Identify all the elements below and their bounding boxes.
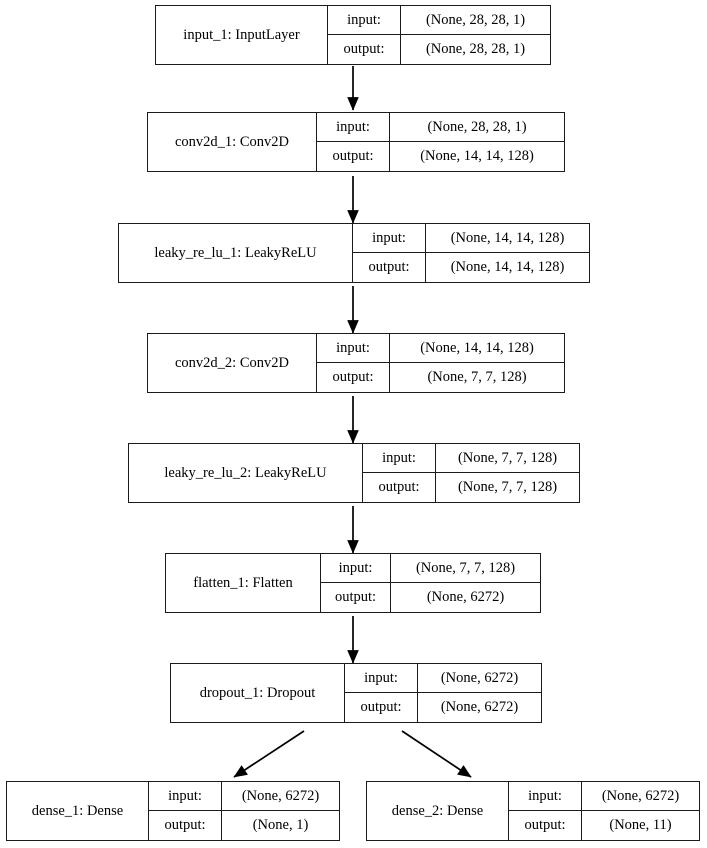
node-dropout_1-io-shapes: (None, 6272) (None, 6272): [418, 664, 541, 722]
input-label: input:: [317, 334, 389, 363]
input-label: input:: [328, 6, 400, 35]
node-conv2d_1[interactable]: conv2d_1: Conv2D input: output: (None, 2…: [147, 112, 565, 172]
output-label: output:: [378, 479, 420, 495]
input-shape: (None, 14, 14, 128): [390, 334, 564, 363]
input-shape: (None, 7, 7, 128): [391, 554, 540, 583]
input-shape: (None, 7, 7, 128): [436, 444, 579, 473]
node-input_1-io-labels: input: output:: [328, 6, 401, 64]
output-label: output:: [343, 41, 385, 57]
node-leaky_re_lu_2-label: leaky_re_lu_2: LeakyReLU: [129, 444, 363, 502]
input-shape: (None, 6272): [222, 782, 339, 811]
node-conv2d_2-label: conv2d_2: Conv2D: [148, 334, 317, 392]
input-label: input:: [317, 113, 389, 142]
node-flatten_1[interactable]: flatten_1: Flatten input: output: (None,…: [165, 553, 541, 613]
node-conv2d_2-io-labels: input: output:: [317, 334, 390, 392]
edge-dropout_1-dense_2: [401, 730, 472, 778]
output-label: output:: [332, 148, 374, 164]
input-shape: (None, 14, 14, 128): [426, 224, 589, 253]
node-leaky_re_lu_2[interactable]: leaky_re_lu_2: LeakyReLU input: output: …: [128, 443, 580, 503]
edge-dropout_1-dense_1: [233, 730, 305, 778]
node-dense_2-label: dense_2: Dense: [367, 782, 509, 840]
input-shape: (None, 6272): [418, 664, 541, 693]
output-label: output:: [368, 259, 410, 275]
node-dense_1-io-labels: input: output:: [149, 782, 222, 840]
output-shape: (None, 14, 14, 128): [420, 148, 534, 164]
output-label: output:: [360, 699, 402, 715]
node-flatten_1-label: flatten_1: Flatten: [166, 554, 321, 612]
node-dropout_1-label: dropout_1: Dropout: [171, 664, 345, 722]
node-flatten_1-io-labels: input: output:: [321, 554, 391, 612]
input-label: input:: [149, 782, 221, 811]
input-shape: (None, 28, 28, 1): [390, 113, 564, 142]
node-dense_1-io-shapes: (None, 6272) (None, 1): [222, 782, 339, 840]
node-leaky_re_lu_1-io-shapes: (None, 14, 14, 128) (None, 14, 14, 128): [426, 224, 589, 282]
input-shape: (None, 6272): [582, 782, 699, 811]
output-label: output:: [164, 817, 206, 833]
node-conv2d_1-label: conv2d_1: Conv2D: [148, 113, 317, 171]
node-dense_2-io-shapes: (None, 6272) (None, 11): [582, 782, 699, 840]
output-label: output:: [524, 817, 566, 833]
node-leaky_re_lu_1-label: leaky_re_lu_1: LeakyReLU: [119, 224, 353, 282]
node-leaky_re_lu_2-io-labels: input: output:: [363, 444, 436, 502]
input-label: input:: [353, 224, 425, 253]
input-label: input:: [321, 554, 390, 583]
node-dense_1-label: dense_1: Dense: [7, 782, 149, 840]
output-label: output:: [332, 369, 374, 385]
output-shape: (None, 28, 28, 1): [425, 41, 526, 57]
node-conv2d_2-io-shapes: (None, 14, 14, 128) (None, 7, 7, 128): [390, 334, 564, 392]
output-label: output:: [334, 589, 377, 605]
input-label: input:: [509, 782, 581, 811]
output-shape: (None, 1): [252, 817, 309, 833]
node-input_1[interactable]: input_1: InputLayer input: output: (None…: [155, 5, 551, 65]
node-dropout_1[interactable]: dropout_1: Dropout input: output: (None,…: [170, 663, 542, 723]
output-shape: (None, 7, 7, 128): [427, 369, 527, 385]
input-label: input:: [363, 444, 435, 473]
input-label: input:: [345, 664, 417, 693]
node-dense_2[interactable]: dense_2: Dense input: output: (None, 627…: [366, 781, 700, 841]
node-flatten_1-io-shapes: (None, 7, 7, 128) (None, 6272): [391, 554, 540, 612]
output-shape: (None, 6272): [426, 589, 505, 605]
output-shape: (None, 7, 7, 128): [457, 479, 558, 495]
output-shape: (None, 11): [609, 817, 672, 833]
node-input_1-label: input_1: InputLayer: [156, 6, 328, 64]
node-dense_2-io-labels: input: output:: [509, 782, 582, 840]
node-leaky_re_lu_1-io-labels: input: output:: [353, 224, 426, 282]
node-dropout_1-io-labels: input: output:: [345, 664, 418, 722]
node-dense_1[interactable]: dense_1: Dense input: output: (None, 627…: [6, 781, 340, 841]
input-shape: (None, 28, 28, 1): [401, 6, 550, 35]
node-conv2d_2[interactable]: conv2d_2: Conv2D input: output: (None, 1…: [147, 333, 565, 393]
node-conv2d_1-io-labels: input: output:: [317, 113, 390, 171]
output-shape: (None, 14, 14, 128): [450, 259, 565, 275]
node-input_1-io-shapes: (None, 28, 28, 1) (None, 28, 28, 1): [401, 6, 550, 64]
node-leaky_re_lu_1[interactable]: leaky_re_lu_1: LeakyReLU input: output: …: [118, 223, 590, 283]
node-conv2d_1-io-shapes: (None, 28, 28, 1) (None, 14, 14, 128): [390, 113, 564, 171]
output-shape: (None, 6272): [440, 699, 519, 715]
node-leaky_re_lu_2-io-shapes: (None, 7, 7, 128) (None, 7, 7, 128): [436, 444, 579, 502]
